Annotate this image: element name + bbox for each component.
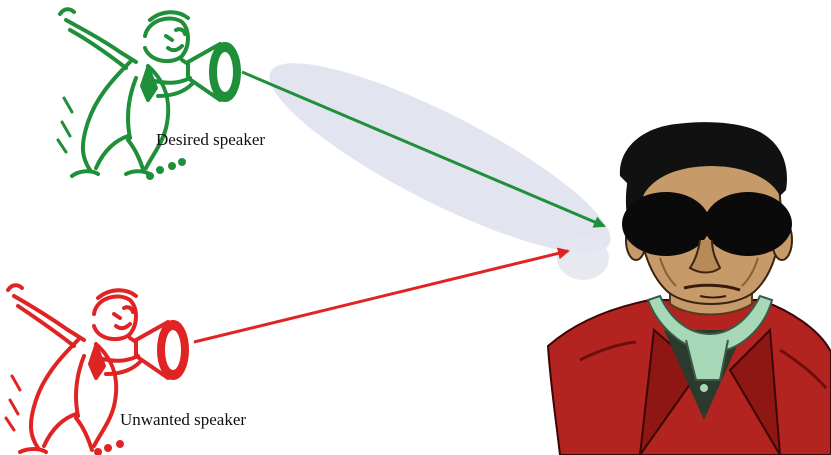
unwanted-signal-arrow	[194, 251, 568, 342]
beam-pattern	[251, 33, 630, 284]
listener-with-sunglasses-icon	[548, 122, 831, 455]
desired-signal-arrow	[242, 72, 604, 226]
desired-speaker-icon	[58, 9, 239, 178]
desired-speaker-label: Desired speaker	[156, 130, 265, 150]
unwanted-speaker-label: Unwanted speaker	[120, 410, 246, 430]
